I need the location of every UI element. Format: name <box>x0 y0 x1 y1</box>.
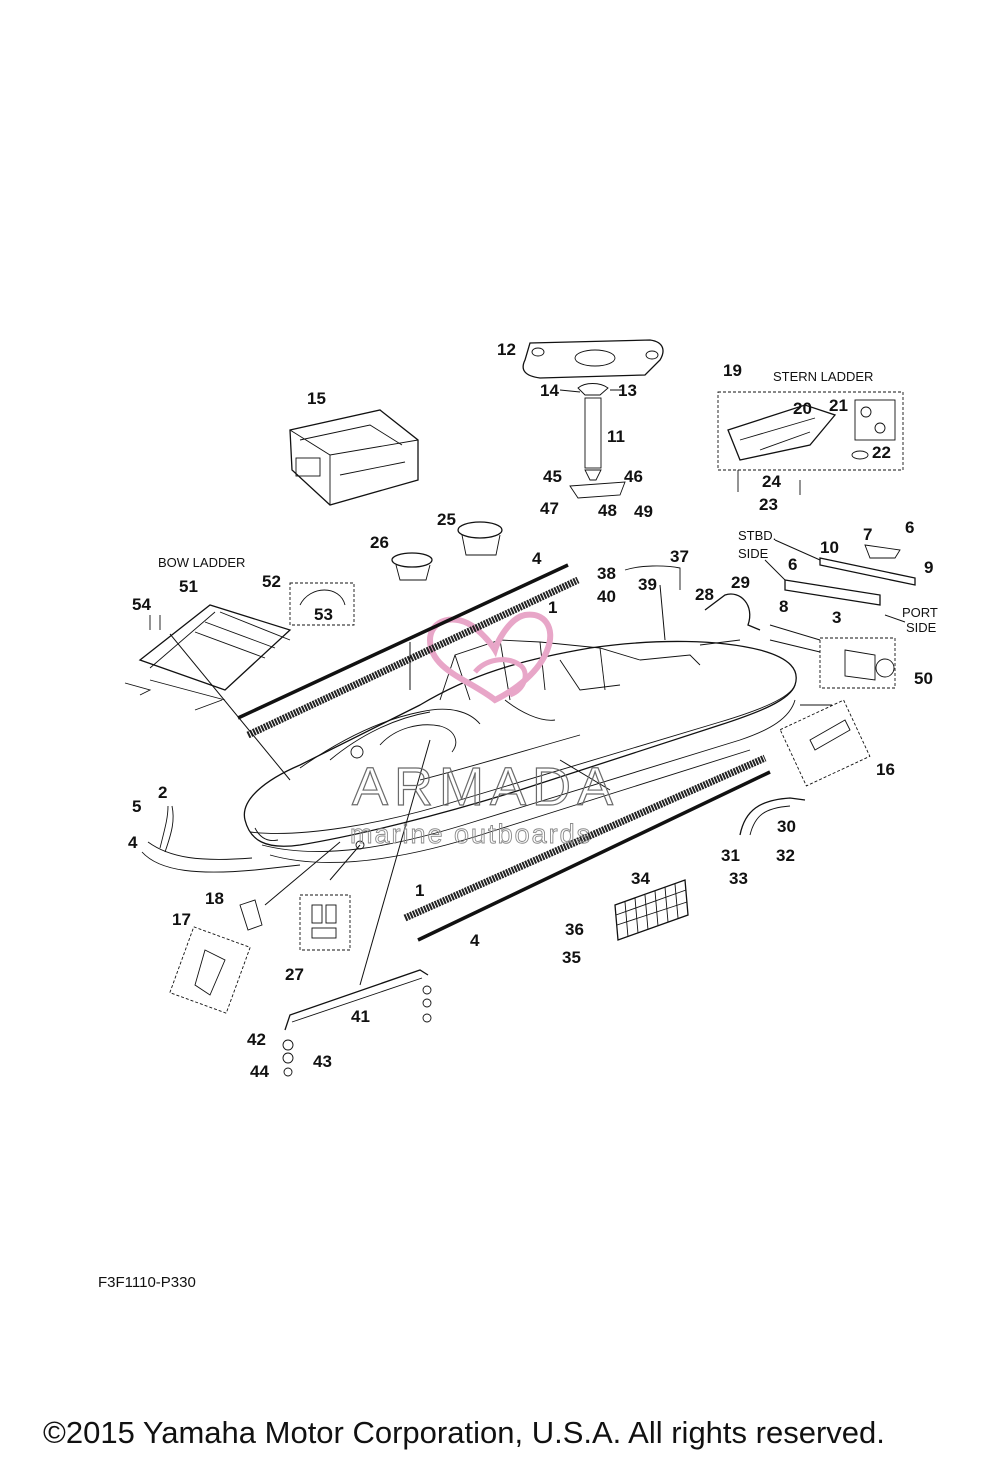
callout-12: 12 <box>497 340 516 359</box>
callout-54: 54 <box>132 595 151 614</box>
callout-24: 24 <box>762 472 781 491</box>
callout-19: 19 <box>723 361 742 380</box>
strake-parts <box>764 539 916 623</box>
cargo-net <box>614 879 689 941</box>
callout-38: 38 <box>597 564 616 583</box>
callout-5: 5 <box>132 797 141 816</box>
callout-40: 40 <box>597 587 616 606</box>
callout-7: 7 <box>863 525 872 544</box>
callout-44: 44 <box>250 1062 269 1081</box>
label-port-side-1: PORT <box>902 605 938 620</box>
callout-26: 26 <box>370 533 389 552</box>
callout-17: 17 <box>172 910 191 929</box>
callout-1: 1 <box>415 881 424 900</box>
callout-22: 22 <box>872 443 891 462</box>
bow-ladder-group <box>124 582 355 711</box>
stern-ladder-group <box>717 391 904 495</box>
callout-33: 33 <box>729 869 748 888</box>
label-bow-ladder: BOW LADDER <box>158 555 245 570</box>
callout-3: 3 <box>832 608 841 627</box>
callout-4: 4 <box>470 931 480 950</box>
callout-50: 50 <box>914 669 933 688</box>
callout-25: 25 <box>437 510 456 529</box>
cooler-part <box>289 409 419 506</box>
callout-36: 36 <box>565 920 584 939</box>
watermark-tagline: marine outboards <box>350 819 592 849</box>
boat-hull <box>243 639 797 863</box>
callout-4: 4 <box>128 833 138 852</box>
callout-10: 10 <box>820 538 839 557</box>
callout-53: 53 <box>314 605 333 624</box>
callout-14: 14 <box>540 381 559 400</box>
rub-strips <box>141 563 771 942</box>
callout-42: 42 <box>247 1030 266 1049</box>
callout-48: 48 <box>598 501 617 520</box>
callout-16: 16 <box>876 760 895 779</box>
label-port-side-2: SIDE <box>906 620 937 635</box>
callout-23: 23 <box>759 495 778 514</box>
callout-1: 1 <box>548 598 557 617</box>
callout-46: 46 <box>624 467 643 486</box>
callout-20: 20 <box>793 399 812 418</box>
callout-29: 29 <box>731 573 750 592</box>
label-stbd-side-1: STBD. <box>738 528 776 543</box>
callout-39: 39 <box>638 575 657 594</box>
callout-13: 13 <box>618 381 637 400</box>
callout-49: 49 <box>634 502 653 521</box>
callout-35: 35 <box>562 948 581 967</box>
leader-lines <box>169 584 832 986</box>
label-stbd-side-2: SIDE <box>738 546 769 561</box>
callout-32: 32 <box>776 846 795 865</box>
callout-6: 6 <box>788 555 797 574</box>
watermark-brand: ARMADA <box>352 757 619 817</box>
copyright-notice: ©2015 Yamaha Motor Corporation, U.S.A. A… <box>43 1415 885 1450</box>
watermark-heart-icon <box>426 611 554 704</box>
callout-9: 9 <box>924 558 933 577</box>
callout-21: 21 <box>829 396 848 415</box>
callout-4: 4 <box>532 549 542 568</box>
callout-27: 27 <box>285 965 304 984</box>
callout-47: 47 <box>540 499 559 518</box>
callout-18: 18 <box>205 889 224 908</box>
callout-37: 37 <box>670 547 689 566</box>
callout-52: 52 <box>262 572 281 591</box>
callout-31: 31 <box>721 846 740 865</box>
callout-34: 34 <box>631 869 650 888</box>
lower-left-hardware <box>169 894 351 1014</box>
callout-11: 11 <box>607 427 625 446</box>
callout-2: 2 <box>158 783 167 802</box>
callout-numbers: 1 1 2 3 4 4 4 5 6 6 7 8 9 10 11 12 13 14… <box>128 340 933 1081</box>
callout-8: 8 <box>779 597 788 616</box>
right-hardware <box>624 565 896 836</box>
callout-43: 43 <box>313 1052 332 1071</box>
grab-rail <box>282 969 432 1077</box>
callout-28: 28 <box>695 585 714 604</box>
callout-15: 15 <box>307 389 326 408</box>
callout-6: 6 <box>905 518 914 537</box>
callout-45: 45 <box>543 467 562 486</box>
callout-30: 30 <box>777 817 796 836</box>
callout-41: 41 <box>351 1007 370 1026</box>
cup-holders <box>391 521 503 581</box>
seat-pedestal-part <box>522 339 664 499</box>
drawing-code: F3F1110-P330 <box>98 1274 196 1291</box>
callout-51: 51 <box>179 577 198 596</box>
label-stern-ladder: STERN LADDER <box>773 369 873 384</box>
